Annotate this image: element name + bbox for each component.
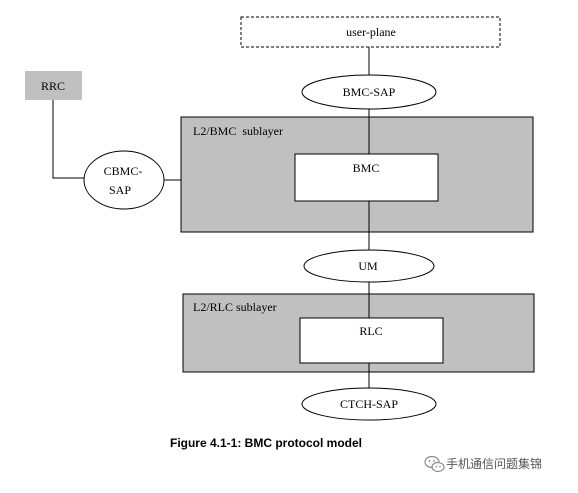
cbmc-sap-label-line1: CBMC- (104, 164, 143, 178)
cbmc-sap-label-line2: SAP (109, 183, 131, 197)
figure-caption: Figure 4.1-1: BMC protocol model (170, 436, 362, 450)
watermark-text: 手机通信问题集锦 (446, 456, 542, 471)
ctch-sap-ellipse (301, 387, 437, 421)
rlc-box (299, 317, 444, 364)
bmc-label: BMC (353, 161, 380, 175)
cbmc-sap-ellipse (83, 150, 165, 210)
um-label: UM (358, 259, 378, 273)
bmc-sap-label: BMC-SAP (343, 85, 396, 99)
bmc-box (294, 153, 439, 202)
rlc-label: RLC (359, 324, 382, 338)
l2-rlc-sublayer-label: L2/RLC sublayer (193, 300, 277, 314)
ctch-sap-label: CTCH-SAP (340, 397, 398, 411)
connector-rrc-cbmcsap (52, 100, 85, 179)
user-plane-label: user-plane (346, 25, 396, 39)
user-plane-box (240, 16, 501, 48)
rrc-label: RRC (41, 79, 65, 93)
wechat-icon (424, 455, 445, 473)
rrc-box (25, 71, 82, 100)
l2-bmc-sublayer-label: L2/BMC sublayer (193, 124, 283, 138)
